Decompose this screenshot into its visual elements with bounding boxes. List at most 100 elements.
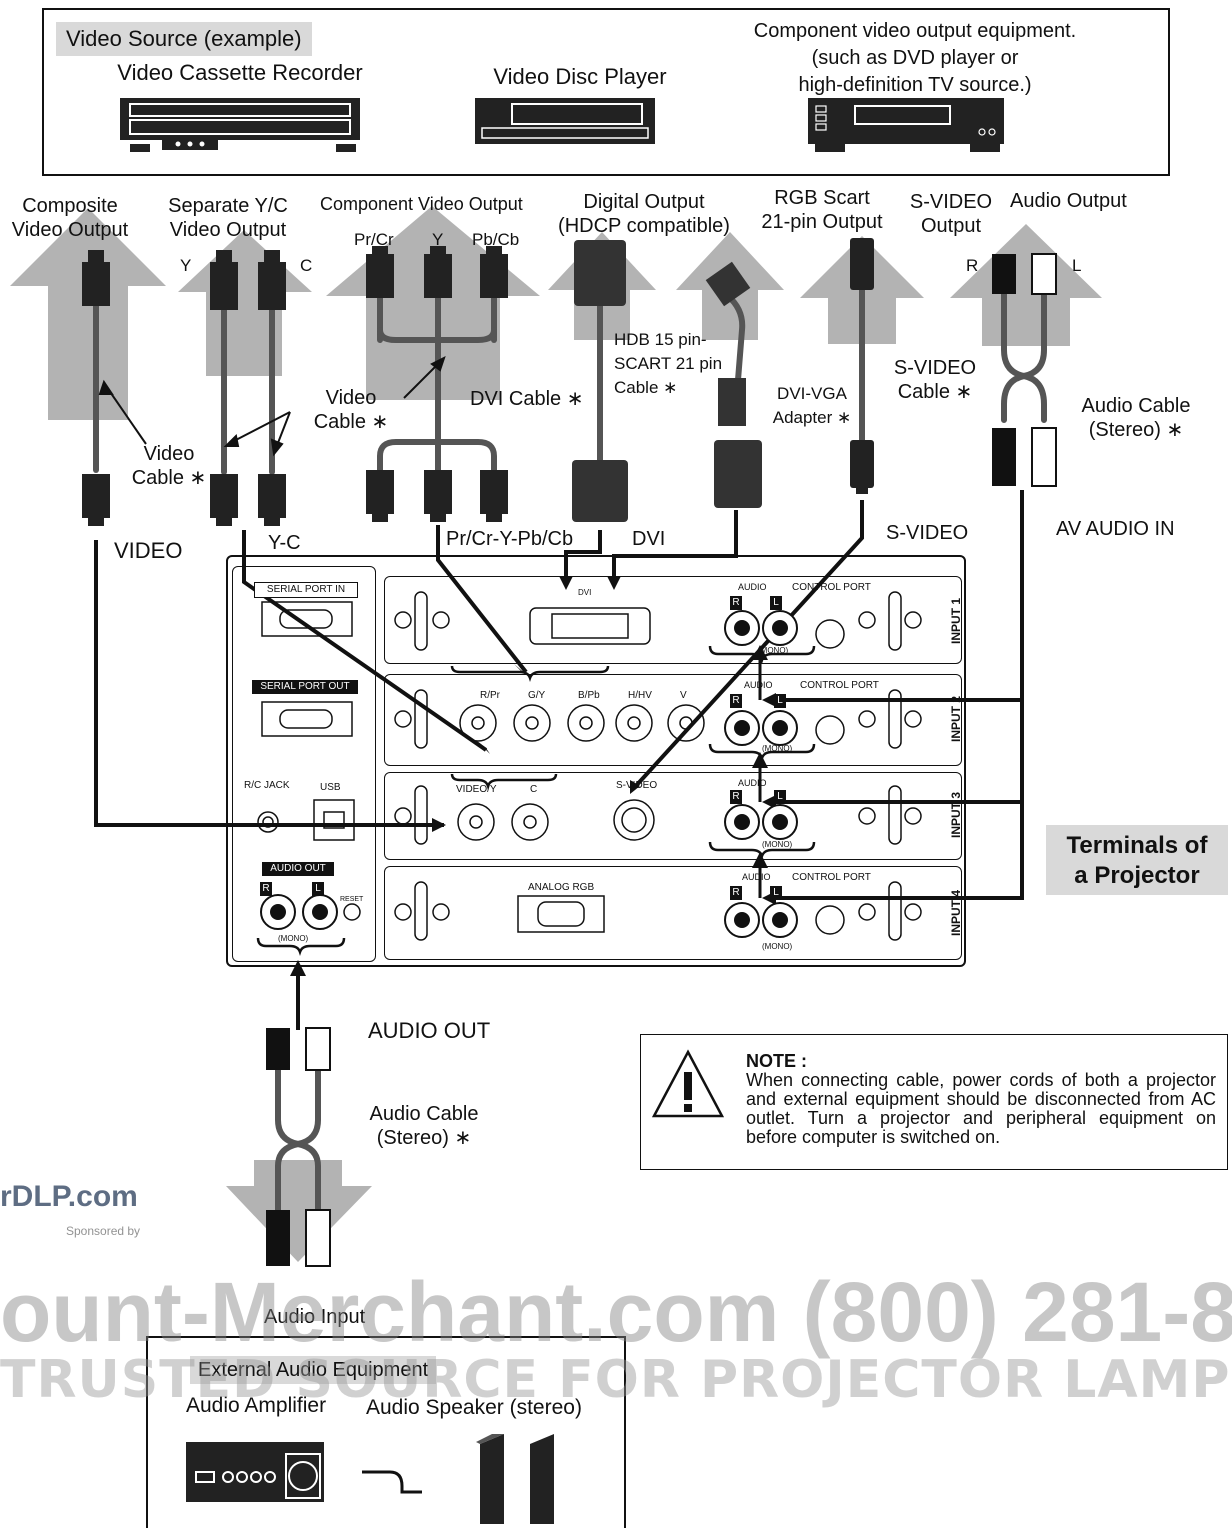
external-audio-box xyxy=(146,1336,626,1528)
input2-control-port: CONTROL PORT xyxy=(800,680,879,691)
note-text: NOTE : When connecting cable, power cord… xyxy=(746,1051,1216,1147)
component-equipment-label: Component video output equipment. (such … xyxy=(753,20,1077,96)
video-end-label: VIDEO xyxy=(114,538,183,563)
c-port-label: C xyxy=(530,784,538,795)
audio-out-l: L xyxy=(312,882,324,896)
rca-plugs xyxy=(266,253,1057,1267)
projector-left-panel xyxy=(232,566,376,962)
external-equipment-icons xyxy=(186,1434,554,1524)
watermark-merchant: ount-Merchant.com (800) 281-886 xyxy=(0,1265,1232,1359)
yc-end-label: Y-C xyxy=(268,532,301,554)
input4-label: INPUT 4 xyxy=(949,890,963,937)
audio-out-tag: AUDIO OUT xyxy=(262,862,334,876)
external-audio-label: External Audio Equipment xyxy=(190,1356,437,1384)
usb-label: USB xyxy=(320,782,341,793)
input1-mono: (MONO) xyxy=(758,646,789,655)
serial-in-tag: SERIAL PORT IN xyxy=(254,582,358,598)
av-audio-in-label: AV AUDIO IN xyxy=(1056,518,1175,540)
vdp-label: Video Disc Player xyxy=(493,64,667,89)
rpr-label: R/Pr xyxy=(480,690,500,701)
input1-control-port: CONTROL PORT xyxy=(792,582,871,593)
amplifier-icon xyxy=(186,1442,324,1502)
input4-audio-label: AUDIO xyxy=(742,872,771,882)
input2-row xyxy=(384,674,962,766)
dvd-player-icon xyxy=(808,98,1004,152)
output-arrows xyxy=(10,206,1102,1262)
c-label: C xyxy=(300,256,313,275)
l-label: L xyxy=(1072,256,1082,275)
svideo-port-label: S-VIDEO xyxy=(616,780,658,791)
warning-icon xyxy=(651,1049,725,1118)
component-output-label: Component Video Output xyxy=(320,194,523,214)
input4-r: R xyxy=(730,886,742,900)
dvi-plugs xyxy=(572,240,762,522)
video-source-label: Video Source (example) xyxy=(56,22,312,56)
input1-row xyxy=(384,576,962,664)
input1-label: INPUT 1 xyxy=(949,598,963,645)
serial-out-tag: SERIAL PORT OUT xyxy=(252,680,358,694)
input4-mono: (MONO) xyxy=(762,942,793,951)
component-end-label: Pr/Cr-Y-Pb/Cb xyxy=(446,528,574,550)
audio-out-bottom-label: AUDIO OUT xyxy=(368,1018,491,1043)
digital-output-label: Digital Output(HDCP compatible) xyxy=(558,191,730,237)
v-label: V xyxy=(680,690,687,701)
input3-audio-label: AUDIO xyxy=(738,778,767,788)
video-source-box xyxy=(42,8,1170,176)
vcr-icon xyxy=(120,98,360,152)
audio-input-label: Audio Input xyxy=(264,1306,366,1328)
watermark-trusted: TRUSTED SOURCE FOR PROJECTOR LAMPS AND A… xyxy=(0,1350,1232,1410)
speaker-label: Audio Speaker (stereo) xyxy=(366,1396,582,1419)
hhv-label: H/HV xyxy=(628,690,652,701)
watermark-sponsored: Sponsored by xyxy=(66,1224,141,1238)
input3-row xyxy=(384,772,962,860)
input3-mono: (MONO) xyxy=(762,840,793,849)
reset-label: RESET xyxy=(340,896,364,903)
audio-cable-label: Audio Cable(Stereo) ∗ xyxy=(1081,395,1191,441)
pr-cr-label: Pr/Cr xyxy=(354,230,394,249)
speaker-wire xyxy=(362,1470,422,1494)
dvi-port-label: DVI xyxy=(578,588,592,597)
video-y-label: VIDEO/Y xyxy=(456,784,497,795)
dvi-cable-label: DVI Cable ∗ xyxy=(470,388,584,410)
analog-rgb-label: ANALOG RGB xyxy=(528,882,595,893)
input2-mono: (MONO) xyxy=(762,744,793,753)
r-label: R xyxy=(966,256,979,275)
svideo-end-label: S-VIDEO xyxy=(886,522,969,544)
y-label: Y xyxy=(180,256,192,275)
input4-row xyxy=(384,866,962,960)
input1-audio-label: AUDIO xyxy=(738,582,767,592)
input1-r: R xyxy=(730,596,742,610)
dvi-end-label: DVI xyxy=(632,528,666,550)
audio-out-mono: (MONO) xyxy=(278,934,309,943)
rc-jack-label: R/C JACK xyxy=(244,780,290,791)
projector-terminal-panel xyxy=(226,555,966,967)
audio-output-label: Audio Output xyxy=(1010,190,1127,212)
pb-cb-label: Pb/Cb xyxy=(472,230,520,249)
audio-out-r: R xyxy=(260,882,272,896)
y-comp-label: Y xyxy=(432,230,444,249)
note-box xyxy=(640,1034,1228,1170)
input2-audio-label: AUDIO xyxy=(744,680,773,690)
input3-l: L xyxy=(774,790,786,804)
gy-label: G/Y xyxy=(528,690,546,701)
audio-cable-bottom-label: Audio Cable(Stereo) ∗ xyxy=(369,1103,479,1149)
watermark-site: rDLP.com xyxy=(0,1180,138,1213)
input2-l: L xyxy=(774,694,786,708)
input4-l: L xyxy=(770,886,782,900)
svideo-plugs xyxy=(850,238,874,494)
input1-l: L xyxy=(770,596,782,610)
speaker-icons xyxy=(476,1434,554,1524)
input2-r: R xyxy=(730,694,742,708)
input3-r: R xyxy=(730,790,742,804)
amplifier-label: Audio Amplifier xyxy=(186,1394,327,1417)
input3-label: INPUT 3 xyxy=(949,792,963,839)
